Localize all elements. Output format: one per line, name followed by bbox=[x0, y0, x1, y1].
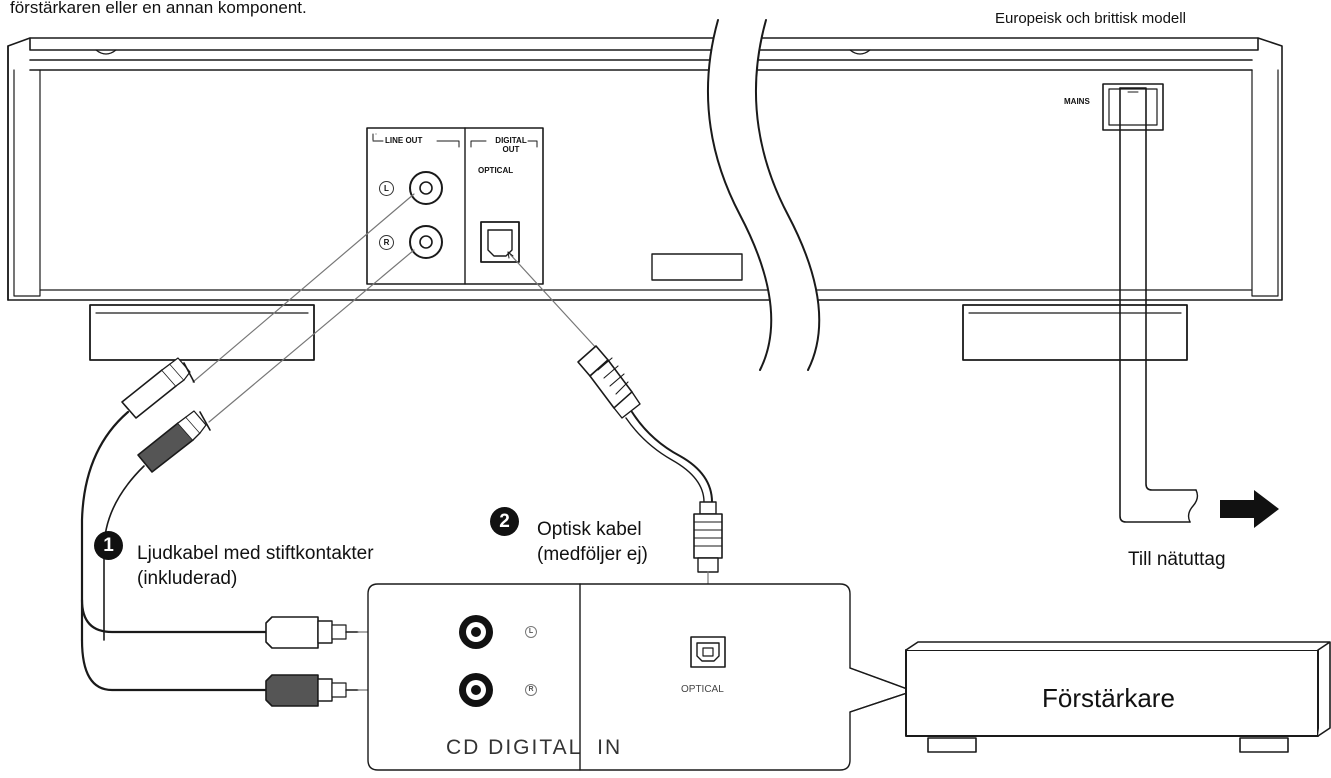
break-gap bbox=[707, 19, 821, 371]
cd-player-rear bbox=[7, 37, 1283, 361]
dark-rca-plug bbox=[137, 410, 211, 473]
callout-badge-1: 1 bbox=[94, 531, 123, 560]
optical-cable-title: Optisk kabel bbox=[537, 519, 642, 540]
amplifier-box bbox=[905, 641, 1331, 753]
amplifier-label: Förstärkare bbox=[1042, 683, 1175, 713]
right-channel-mark: R bbox=[379, 235, 394, 250]
player-optical-label: OPTICAL bbox=[478, 166, 514, 175]
audio-cable-title: Ljudkabel med stiftkontakter bbox=[137, 543, 374, 564]
model-note: Europeisk och brittisk modell bbox=[995, 10, 1186, 27]
mains-label: MAINS bbox=[1064, 97, 1090, 106]
amp-input-panel bbox=[367, 583, 911, 771]
optical-plug-top bbox=[577, 345, 641, 419]
power-outlet-label: Till nätuttag bbox=[1128, 549, 1226, 570]
audio-cable bbox=[80, 193, 442, 707]
optical-cable bbox=[507, 251, 723, 634]
callout-badge-2: 2 bbox=[490, 507, 519, 536]
intro-text: förstärkaren eller en annan komponent. bbox=[10, 0, 307, 17]
amp-left-mark: L bbox=[525, 626, 537, 638]
white-rca-plug bbox=[121, 357, 195, 419]
optical-cable-subtitle: (medföljer ej) bbox=[537, 544, 648, 565]
power-cord bbox=[1119, 87, 1199, 523]
amp-optical-label: OPTICAL bbox=[681, 684, 724, 695]
optical-plug-bottom bbox=[693, 501, 723, 634]
line-out-label: LINE OUT bbox=[385, 136, 423, 145]
digital-out-label: DIGITAL OUT bbox=[495, 136, 527, 154]
left-channel-mark: L bbox=[379, 181, 394, 196]
amp-right-mark: R bbox=[525, 684, 537, 696]
white-rca-plug-amp bbox=[265, 616, 442, 649]
cd-digital-in-label: CD DIGITAL IN bbox=[446, 736, 623, 759]
arrow-right-icon bbox=[1220, 490, 1279, 528]
audio-cable-subtitle: (inkluderad) bbox=[137, 568, 238, 589]
dark-rca-plug-amp bbox=[265, 674, 442, 707]
mains-socket bbox=[1102, 83, 1164, 131]
